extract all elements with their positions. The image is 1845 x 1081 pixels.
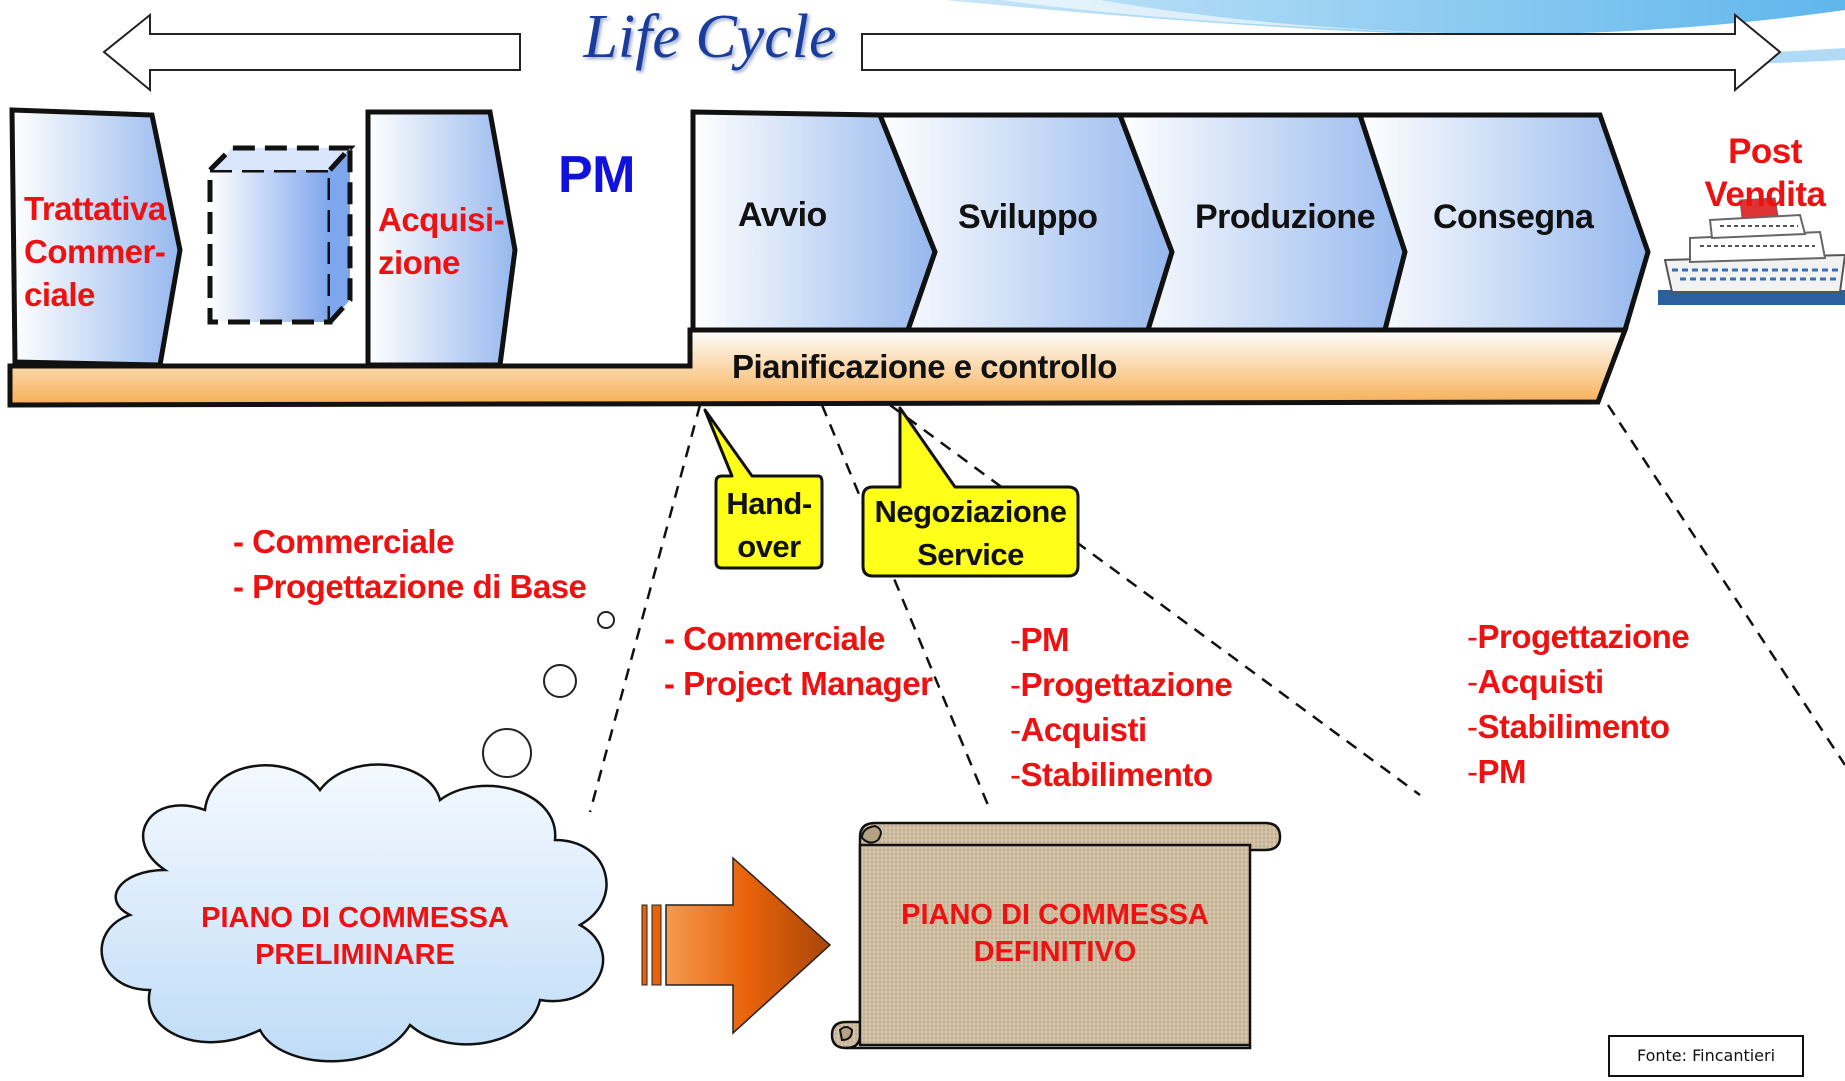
callout-negoziazione-line1: Negoziazione xyxy=(874,494,1067,529)
list4-dash: - xyxy=(1467,618,1478,655)
phase-sviluppo-label: Sviluppo xyxy=(958,198,1098,236)
thought-bubble-small xyxy=(597,611,615,629)
callout-handover-shape xyxy=(703,408,824,570)
phase-post-vendita-line2: Vendita xyxy=(1704,175,1826,214)
list4-item: -Stabilimento xyxy=(1467,704,1689,749)
scroll-text: PIANO DI COMMESSA DEFINITIVO xyxy=(870,897,1240,971)
phase-trattativa-line2: Commer- xyxy=(24,233,166,270)
list3-text: PM xyxy=(1020,621,1070,658)
list3-dash: - xyxy=(1010,756,1021,793)
dashed-connector-lines xyxy=(588,403,1845,813)
callout-negoziazione-shape xyxy=(861,406,1080,578)
cruise-ship-icon xyxy=(1658,197,1845,305)
list3-item: -Acquisti xyxy=(1010,707,1232,752)
phase-trattativa-shape xyxy=(9,107,183,368)
list3-dash: - xyxy=(1010,711,1021,748)
list3-text: Stabilimento xyxy=(1020,756,1214,793)
source-box xyxy=(1608,1035,1804,1077)
list4-dash: - xyxy=(1467,708,1478,745)
list3-dash: - xyxy=(1010,621,1021,658)
callout-handover-line2: over xyxy=(737,529,801,564)
list4-dash: - xyxy=(1467,753,1478,790)
scroll-text-line2: DEFINITIVO xyxy=(973,936,1137,968)
source-label: Fonte: Fincantieri xyxy=(1636,1046,1776,1065)
life-cycle-arrow xyxy=(102,12,1782,93)
list4-text: PM xyxy=(1477,753,1527,790)
list3-item: -PM xyxy=(1010,617,1232,662)
list4-item: -PM xyxy=(1467,749,1689,794)
thought-bubble-large xyxy=(482,728,532,778)
callout-negoziazione-label: Negoziazione Service xyxy=(863,490,1078,576)
pianificazione-label: Pianificazione e controllo xyxy=(732,348,1117,385)
list3-item: -Progettazione xyxy=(1010,662,1233,707)
list4-text: Acquisti xyxy=(1477,663,1605,700)
phase-avvio-label: Avvio xyxy=(738,196,827,234)
list4-dash: - xyxy=(1467,663,1478,700)
callout-handover-label: Hand- over xyxy=(716,482,822,568)
phase-post-vendita-line1: Post xyxy=(1728,132,1802,171)
cloud-text: PIANO DI COMMESSA PRELIMINARE xyxy=(160,900,550,974)
list4-item: -Progettazione xyxy=(1467,614,1690,659)
list-commerciale-project-manager: - Commerciale - Project Manager xyxy=(664,616,933,706)
phase-acquisizione-line1: Acquisi- xyxy=(378,201,505,238)
list3-text: Progettazione xyxy=(1020,666,1233,703)
cloud-text-line2: PRELIMINARE xyxy=(255,939,455,971)
list3-text: Acquisti xyxy=(1020,711,1148,748)
phase-acquisizione-label: Acquisi- zione xyxy=(378,198,505,284)
phase-produzione-label: Produzione xyxy=(1195,198,1376,236)
list2-item: - Commerciale xyxy=(664,620,885,657)
list2-item: - Project Manager xyxy=(664,665,933,702)
phase-consegna-label: Consegna xyxy=(1433,198,1594,236)
transition-arrow-icon xyxy=(641,856,832,1035)
list4-item: -Acquisti xyxy=(1467,659,1689,704)
phase-consegna-shape xyxy=(1356,112,1651,333)
scroll-text-line1: PIANO DI COMMESSA xyxy=(901,899,1209,931)
phase-acquisizione-line2: zione xyxy=(378,244,460,281)
list-commerciale-progettazione: - Commerciale - Progettazione di Base xyxy=(233,519,587,609)
list3-dash: - xyxy=(1010,666,1021,703)
list-post-sale-roles: -Progettazione -Acquisti -Stabilimento -… xyxy=(1467,614,1690,794)
list3-item: -Stabilimento xyxy=(1010,752,1232,797)
scroll-shape xyxy=(830,821,1282,1050)
callout-negoziazione-line2: Service xyxy=(917,537,1024,572)
list-pm-roles: -PM -Progettazione -Acquisti -Stabilimen… xyxy=(1010,617,1233,797)
dashed-cube-icon xyxy=(207,141,356,325)
list4-text: Progettazione xyxy=(1477,618,1690,655)
phase-pm-label: PM xyxy=(558,146,636,204)
callout-handover-line1: Hand- xyxy=(726,486,812,521)
cloud-shape xyxy=(100,763,608,1063)
phase-acquisizione-shape xyxy=(365,109,518,368)
list4-text: Stabilimento xyxy=(1477,708,1671,745)
thought-bubble-medium xyxy=(543,664,577,698)
phase-trattativa-line3: ciale xyxy=(24,276,95,313)
list1-item: - Commerciale xyxy=(233,523,454,560)
phase-post-vendita-label: Post Vendita xyxy=(1690,130,1840,216)
cloud-text-line1: PIANO DI COMMESSA xyxy=(201,902,509,934)
life-cycle-title: Life Cycle xyxy=(583,3,837,71)
list1-item: - Progettazione di Base xyxy=(233,568,587,605)
phase-trattativa-label: Trattativa Commer- ciale xyxy=(24,187,166,316)
phase-trattativa-line1: Trattativa xyxy=(24,190,166,227)
